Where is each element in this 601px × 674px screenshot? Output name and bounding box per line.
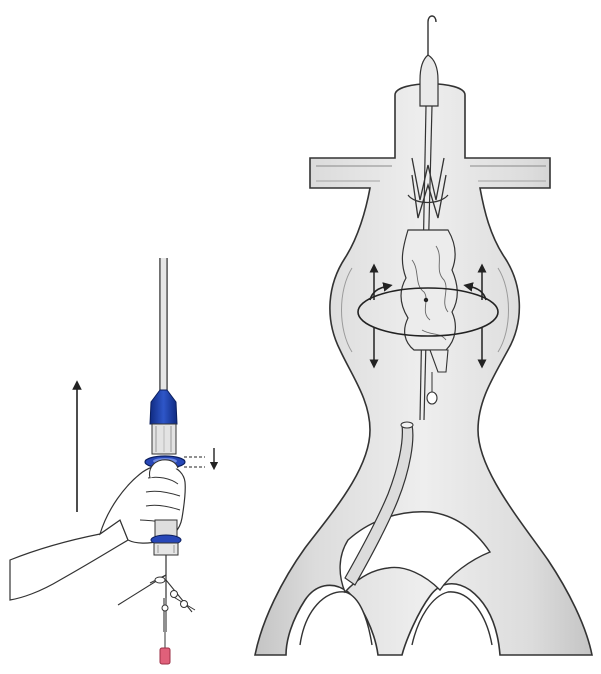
handle-body: [152, 424, 176, 454]
aortic-vessel: [255, 84, 592, 655]
lower-handle: [151, 520, 181, 555]
delivery-system-panel: [10, 258, 214, 664]
radiopaque-marker: [424, 298, 428, 302]
flush-lines: [118, 555, 195, 648]
sheath-shaft: [160, 258, 167, 390]
blue-hub-cone: [150, 390, 177, 424]
release-indicator: [184, 448, 214, 467]
nose-cone: [420, 55, 438, 106]
aorta-deployment-panel: [255, 16, 592, 655]
red-end-cap: [160, 648, 170, 664]
